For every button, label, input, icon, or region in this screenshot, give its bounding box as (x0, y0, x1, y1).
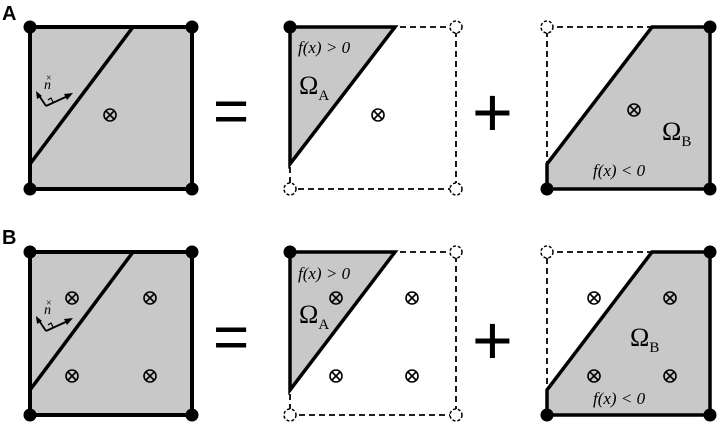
cell-square (28, 25, 194, 191)
corner-node (283, 20, 297, 34)
quadrature-point-icon (587, 291, 601, 305)
corner-node (703, 408, 717, 422)
panel-label-b: B (2, 227, 16, 249)
subcell-omega-b: ΩB f(x) < 0 (540, 20, 717, 196)
omega-label-a: ΩA (299, 71, 329, 104)
quadrature-point-icon (143, 291, 157, 305)
corner-node (185, 408, 199, 422)
quadrature-point-icon (587, 369, 601, 383)
quadrature-point-icon (663, 291, 677, 305)
quadrature-point-icon (663, 369, 677, 383)
corner-node (703, 20, 717, 34)
omega-label-b: ΩB (630, 323, 659, 356)
corner-node (703, 182, 717, 196)
full-cell-a: n × (23, 20, 199, 196)
cell-square (28, 250, 194, 417)
normal-label: n (44, 78, 51, 93)
region-a-shape (288, 250, 399, 396)
condition-label-a: f(x) > 0 (298, 264, 351, 283)
panel-label-a: A (2, 3, 16, 25)
quadrature-point-icon (143, 369, 157, 383)
full-cell-b: n × (23, 245, 199, 422)
quadrature-point-icon (329, 369, 343, 383)
corner-node-hollow (540, 20, 554, 34)
normal-vector-icon (36, 316, 73, 332)
region-a-shape (288, 25, 399, 170)
corner-node (23, 20, 37, 34)
corner-node-hollow (283, 182, 297, 196)
corner-node-hollow (449, 20, 463, 34)
corner-node-hollow (449, 245, 463, 259)
corner-node (283, 245, 297, 259)
condition-label-b: f(x) < 0 (593, 161, 646, 180)
condition-label-a: f(x) > 0 (298, 38, 351, 57)
quadrature-point-icon (627, 103, 641, 117)
normal-hat: × (46, 298, 52, 309)
subcell-omega-a: f(x) > 0 ΩA (283, 20, 463, 196)
omega-label-b: ΩB (662, 117, 691, 150)
quadrature-point-icon (103, 108, 117, 122)
corner-node (185, 182, 199, 196)
corner-node (185, 20, 199, 34)
equals-sign: = (213, 303, 249, 372)
plus-sign: + (472, 301, 513, 379)
corner-node (703, 245, 717, 259)
quadrature-point-icon (371, 108, 385, 122)
normal-label: n (44, 303, 51, 318)
subcell-omega-b: ΩB f(x) < 0 (540, 245, 717, 422)
subcell-omega-a: f(x) > 0 ΩA (283, 245, 463, 422)
plus-sign: + (472, 73, 513, 151)
interface-line (28, 25, 135, 166)
equals-sign: = (213, 77, 249, 146)
corner-node (540, 408, 554, 422)
quadrature-point-icon (405, 291, 419, 305)
omega-label-a: ΩA (299, 300, 329, 333)
corner-node (23, 408, 37, 422)
corner-node-hollow (540, 245, 554, 259)
quadrature-point-icon (405, 369, 419, 383)
quadrature-point-icon (329, 291, 343, 305)
interface-line (28, 250, 135, 392)
corner-node-hollow (449, 182, 463, 196)
corner-node (185, 245, 199, 259)
corner-node-hollow (283, 408, 297, 422)
panel-b: B n × (2, 227, 717, 422)
corner-node (23, 182, 37, 196)
corner-node (540, 182, 554, 196)
condition-label-b: f(x) < 0 (593, 389, 646, 408)
normal-hat: × (46, 73, 52, 84)
quadrature-point-icon (65, 291, 79, 305)
normal-vector-icon (36, 91, 73, 107)
corner-node-hollow (449, 408, 463, 422)
corner-node (23, 245, 37, 259)
quadrature-point-icon (65, 369, 79, 383)
panel-a: A n × = (2, 3, 717, 196)
